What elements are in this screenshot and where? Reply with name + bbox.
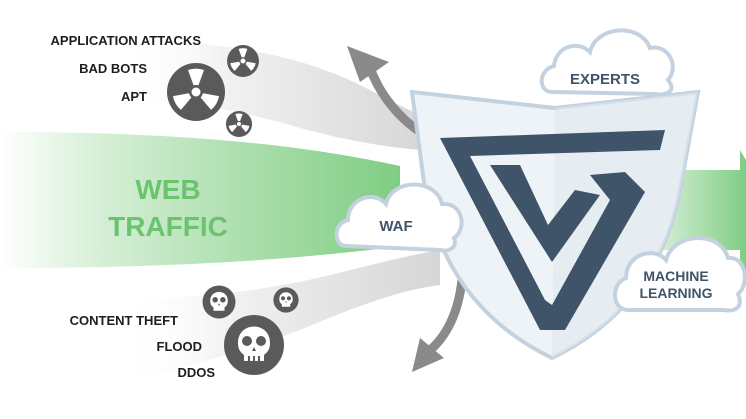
skull-icon (202, 285, 236, 319)
threat-label-ddos: DDOS (177, 365, 215, 380)
cloud-label-experts: EXPERTS (570, 71, 640, 88)
cloud-label-learning: LEARNING (639, 285, 712, 301)
threat-label-content-theft: CONTENT THEFT (70, 313, 178, 328)
deflect-arrowhead-bottom (412, 338, 444, 372)
deflect-arrow-bottom (423, 275, 467, 357)
threat-label-bad-bots: BAD BOTS (79, 61, 147, 76)
shield-logo (440, 130, 665, 330)
radiation-icon (227, 45, 259, 77)
web-traffic-label-line2: TRAFFIC (108, 211, 228, 242)
cloud-waf (334, 182, 464, 253)
cloud-label-waf: WAF (379, 218, 412, 235)
web-traffic-stream (0, 132, 400, 268)
threat-label-apt: APT (121, 89, 147, 104)
cloud-label-machine: MACHINE (643, 268, 708, 284)
radiation-icon (167, 63, 225, 121)
cloud-machine-learning (613, 236, 746, 313)
threat-label-flood: FLOOD (157, 339, 203, 354)
threat-label-application-attacks: APPLICATION ATTACKS (51, 33, 202, 48)
radiation-icon (225, 110, 253, 138)
skull-icon (224, 315, 284, 375)
bottom-attack-stream (120, 250, 440, 380)
deflect-arrowhead-top (347, 46, 389, 82)
web-traffic-label-line1: WEB (135, 174, 200, 205)
cloud-experts (539, 28, 675, 97)
skull-icon (273, 287, 299, 313)
